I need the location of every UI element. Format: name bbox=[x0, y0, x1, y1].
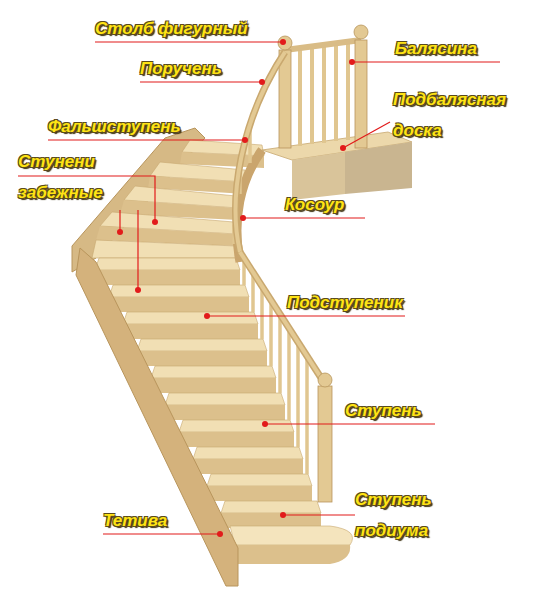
part-label: Поручень bbox=[140, 58, 222, 80]
part-label: Столб фигурный bbox=[95, 18, 248, 40]
part-label: Стунени забежные bbox=[18, 146, 133, 208]
part-label: Косоур bbox=[285, 194, 344, 216]
part-label: Балясина bbox=[395, 38, 477, 60]
part-label: Ступень bbox=[345, 400, 422, 422]
part-label: Подступеник bbox=[287, 292, 403, 314]
part-label: Подбалясная доска bbox=[393, 84, 538, 146]
part-label: Тетива bbox=[103, 510, 167, 532]
part-label: Ступень подиума bbox=[355, 484, 455, 546]
part-label: Фальшступень bbox=[48, 116, 181, 138]
